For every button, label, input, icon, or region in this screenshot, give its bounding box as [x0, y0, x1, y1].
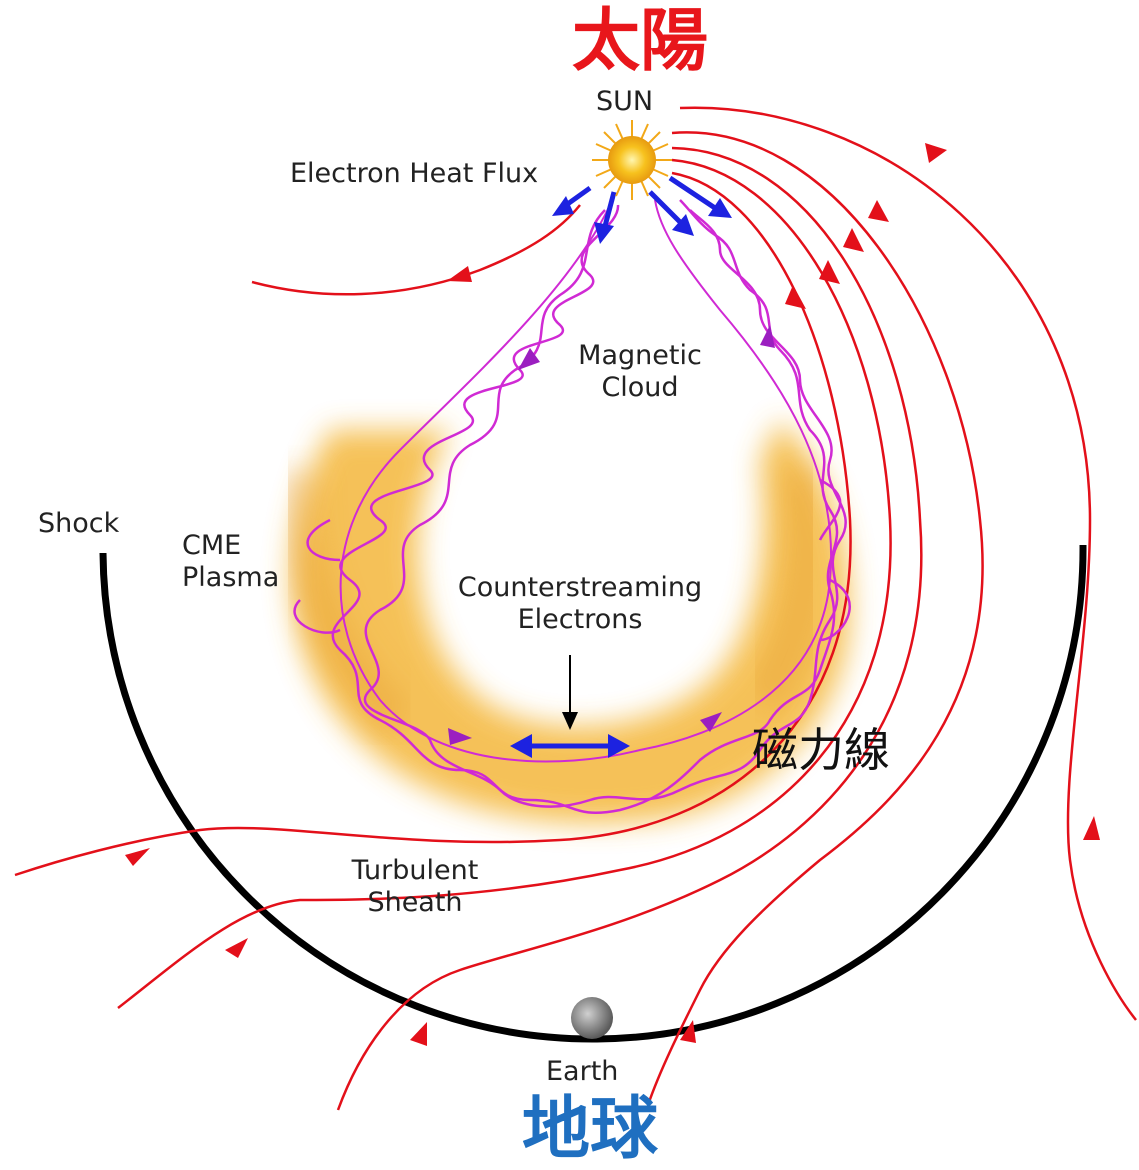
shock-label: Shock: [38, 508, 120, 539]
sun: [592, 120, 672, 200]
field-lines-label-jp: 磁力線: [752, 723, 890, 777]
earth-label: Earth: [546, 1056, 619, 1087]
field-lines-right: [14, 106, 1137, 1111]
sun-label-jp: 太陽: [571, 2, 708, 81]
earth-label-jp: 地球: [521, 1090, 658, 1169]
field-line-arrows: [125, 143, 1100, 1046]
cme-plasma-label: CME Plasma: [182, 530, 280, 593]
shock-front: [99, 544, 1087, 1043]
earth: [571, 997, 613, 1039]
magnetic-cloud-label: Magnetic Cloud: [578, 340, 702, 403]
counterstreaming-indicator: [510, 655, 630, 758]
sun-label: SUN: [596, 86, 654, 117]
heat-flux-arrowhead: [447, 266, 472, 282]
turbulent-sheath-label: Turbulent Sheath: [351, 855, 479, 918]
heat-flux-field-line: [251, 204, 581, 296]
electron-heat-flux-label: Electron Heat Flux: [290, 158, 539, 189]
electron-paths: [293, 199, 851, 815]
heat-flux-arrows: [552, 175, 732, 244]
counterstreaming-electrons-label: Counterstreaming Electrons: [457, 572, 703, 635]
electron-arrows: [448, 325, 775, 745]
